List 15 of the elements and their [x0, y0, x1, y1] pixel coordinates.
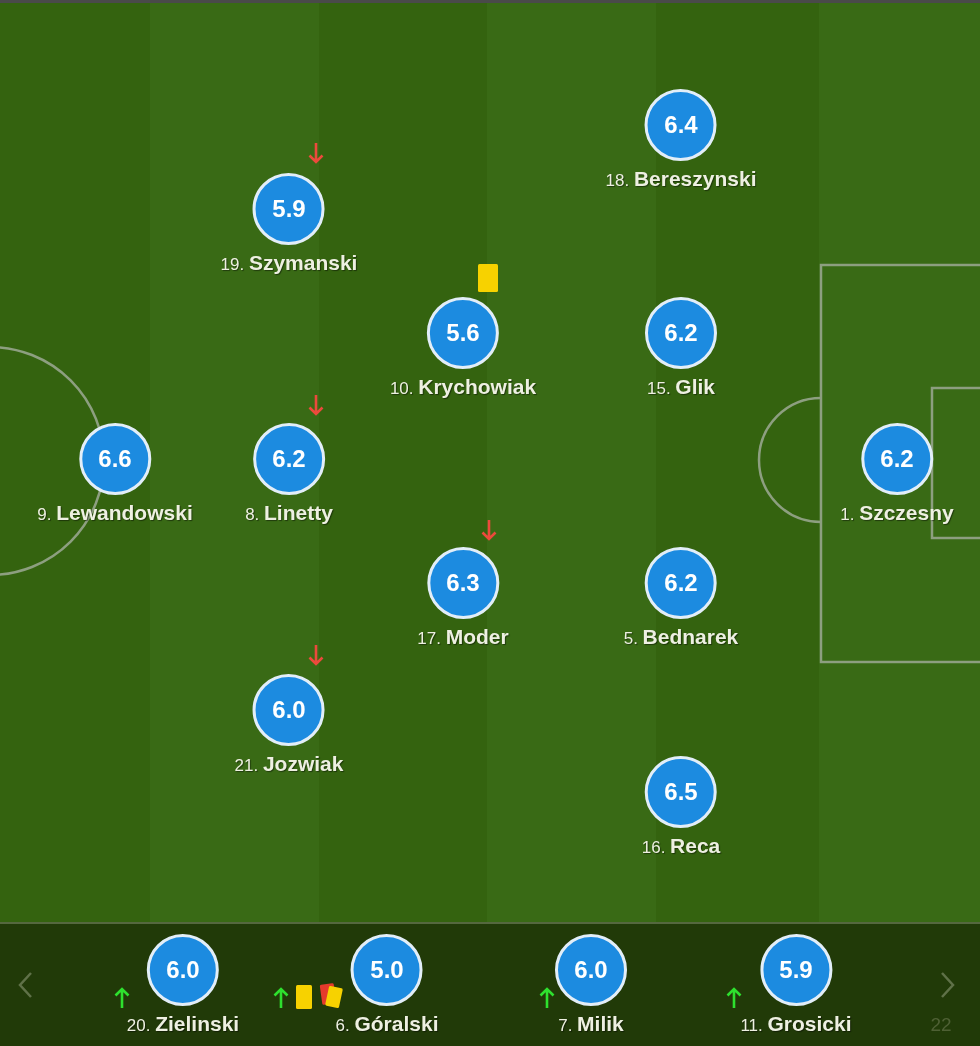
- player-name: 6. Góralski: [335, 1012, 439, 1037]
- player-name: 7. Milik: [558, 1012, 624, 1037]
- player-name: 21. Jozwiak: [234, 752, 344, 777]
- player-name: 11. Grosicki: [740, 1012, 852, 1037]
- player-name: 10. Krychowiak: [389, 375, 537, 400]
- player-name: 19. Szymanski: [220, 251, 358, 276]
- player-name: 17. Moder: [417, 625, 509, 650]
- player-name: 5. Bednarek: [623, 625, 739, 650]
- player-name: 1. Szczesny: [840, 501, 954, 526]
- player-name: 16. Reca: [641, 834, 721, 859]
- player-name: 15. Glik: [646, 375, 715, 400]
- player-name: 9. Lewandowski: [37, 501, 193, 526]
- player-name: 8. Linetty: [245, 501, 333, 526]
- player-name: 20. Zielinski: [126, 1012, 240, 1037]
- player-name: 18. Bereszynski: [605, 167, 757, 192]
